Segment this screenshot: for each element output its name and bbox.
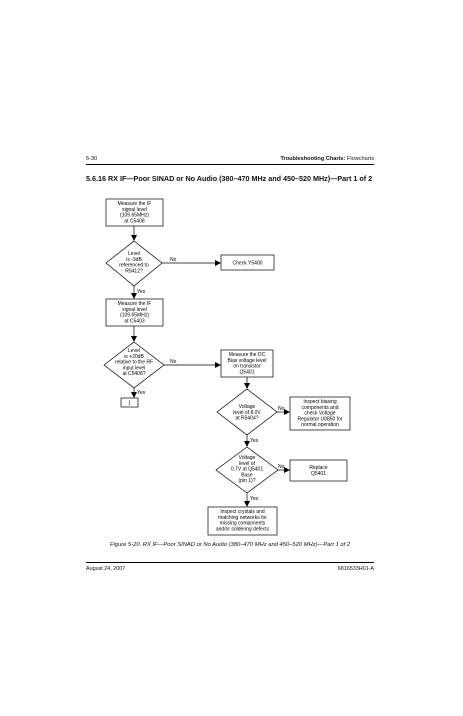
node-text-line: Level: [128, 348, 140, 354]
box-inspect-biasing: [289, 396, 351, 431]
footer-doc-number: 6816533H01-A: [337, 566, 374, 572]
connector-1: [120, 397, 139, 408]
node-text-line: and/or soldering defects: [216, 526, 270, 532]
node-text-line: Level: [128, 251, 140, 257]
box-check-y5400: [220, 254, 275, 271]
node-text-line: Q5401: [311, 471, 326, 477]
node-text-line: (109.65MHz): [120, 213, 149, 219]
node-text-line: Measure the DC: [229, 352, 266, 358]
node-text-line: is -3dB: [126, 257, 142, 263]
node-text-line: missing components: [220, 521, 266, 527]
header-section-bold: Troubleshooting Charts:: [280, 156, 346, 162]
node-text-line: signal level: [122, 207, 147, 213]
node-text-line: 0.7V at Q5401: [231, 467, 263, 473]
box-measure-dc: [220, 349, 274, 378]
node-text-line: Check Y5400: [233, 261, 263, 267]
label-yes-2: Yes: [137, 390, 146, 396]
label-yes-3: Yes: [250, 438, 259, 444]
header-rule: [86, 164, 374, 165]
box-inspect-crystals: [207, 506, 278, 536]
figure-caption: Figure 5-20. RX IF—Poor SINAD or No Audi…: [109, 542, 351, 548]
node-text-line: matching networks for: [218, 515, 267, 521]
node-text-line: Regulator U0850 for: [297, 416, 342, 422]
node-text-line: (109.65MHz): [120, 313, 149, 319]
section-title: 5.6.16 RX IF—Poor SINAD or No Audio (380…: [86, 174, 373, 183]
node-text-line: signal level: [122, 307, 147, 313]
page-number: 5-30: [86, 156, 98, 162]
label-yes-1: Yes: [137, 289, 146, 295]
node-text-line: Inspect crystals and: [220, 509, 264, 515]
header-section: Troubleshooting Charts: Flowcharts: [280, 156, 374, 162]
footer-date: August 24, 2007: [86, 566, 126, 572]
node-text-line: components and: [302, 405, 339, 411]
label-no-4: No: [278, 464, 285, 470]
node-text-line: Inspect biasing: [303, 399, 337, 405]
node-text-line: Voltage: [239, 404, 256, 410]
node-text-line: Base: [241, 472, 253, 478]
node-text-line: 1: [128, 401, 131, 407]
node-text-line: check Voltage: [304, 411, 335, 417]
node-text-line: at C5403: [124, 318, 145, 324]
label-yes-4: Yes: [250, 496, 259, 502]
node-text-line: normal operation: [301, 422, 339, 428]
node-text-line: is +20dB: [124, 354, 144, 360]
node-text-line: at R5404?: [235, 416, 258, 422]
node-text-line: level of: [239, 461, 255, 467]
node-text-line: at C5408?: [122, 371, 145, 377]
node-text-line: at C5408: [124, 218, 145, 224]
footer-rule: [86, 562, 374, 563]
node-text-line: on transistor: [233, 364, 261, 370]
node-text-line: Measure the IF: [118, 301, 152, 307]
node-text-line: Bias voltage level: [228, 358, 267, 364]
node-text-line: Replace: [309, 465, 328, 471]
label-no-2: No: [170, 359, 177, 365]
box-check-y5400-text: Check Y5400: [233, 261, 263, 267]
node-text-line: relative to the RF: [115, 360, 153, 366]
node-text-line: input level: [123, 365, 146, 371]
node-text-line: Measure the IF: [118, 201, 152, 207]
node-text-line: R5412?: [125, 268, 143, 274]
box-measure-if-2: [105, 298, 164, 327]
box-replace-q5401: [289, 459, 348, 482]
node-text-line: Voltage: [239, 455, 256, 461]
header-section-rest: Flowcharts: [345, 156, 374, 162]
node-text-line: (pin 1)?: [239, 478, 256, 484]
node-text-line: Q5401: [239, 369, 254, 375]
label-no-3: No: [278, 406, 285, 412]
box-measure-if-1: [105, 198, 164, 227]
label-no-1: No: [170, 257, 177, 263]
node-text-line: level of 8.0V: [233, 410, 261, 416]
node-text-line: referenced to: [119, 263, 149, 269]
connector-1-text: 1: [128, 401, 131, 407]
